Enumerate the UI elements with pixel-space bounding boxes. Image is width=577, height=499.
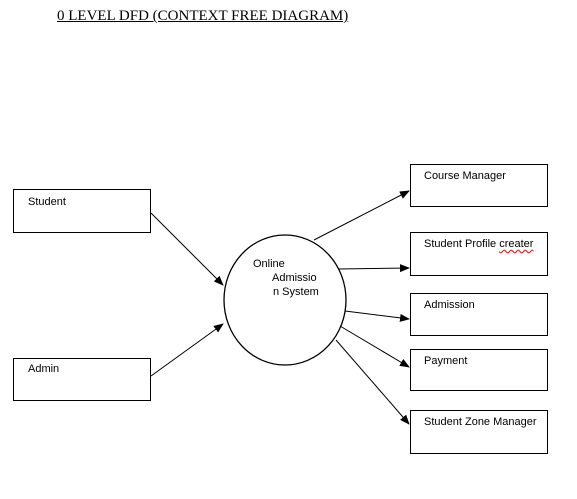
entity-payment: [410, 349, 548, 391]
flow-process-to-student-profile-creater: [337, 264, 410, 273]
entity-admission: [410, 293, 548, 336]
student-profile-text: Student Profile: [424, 238, 500, 250]
diagram-title: 0 LEVEL DFD (CONTEXT FREE DIAGRAM): [57, 8, 349, 24]
entity-admin-label: Admin: [28, 363, 60, 375]
flow-process-to-student-zone-manager: [335, 339, 410, 425]
flow-process-to-payment: [339, 325, 410, 368]
process-online-admission-system: [223, 234, 347, 366]
misspelled-word-creater: creater: [499, 238, 534, 250]
entity-payment-label: Payment: [424, 355, 468, 367]
flow-student-to-process: [150, 212, 224, 286]
process-label-line-2: Admissio: [272, 272, 317, 284]
process-label-line-1: Online: [253, 258, 285, 270]
entity-student-zone-manager: [410, 410, 548, 454]
entity-student-profile-creater-label: Student Profile creater: [424, 238, 533, 250]
flow-process-to-course-manager: [313, 190, 410, 241]
entity-student-label: Student: [28, 196, 66, 208]
process-label: Online Admissio n System: [253, 257, 319, 299]
entity-admission-label: Admission: [424, 299, 475, 311]
entity-course-manager: [410, 164, 548, 207]
entity-student-zone-manager-label: Student Zone Manager: [424, 416, 537, 428]
entity-student: [13, 189, 151, 233]
process-label-line-3: n System: [273, 286, 319, 298]
flow-admin-to-process: [150, 323, 224, 377]
entity-student-profile-creater: [410, 232, 548, 276]
entity-course-manager-label: Course Manager: [424, 170, 506, 182]
flow-process-to-admission: [344, 310, 410, 322]
entity-admin: [13, 358, 151, 401]
